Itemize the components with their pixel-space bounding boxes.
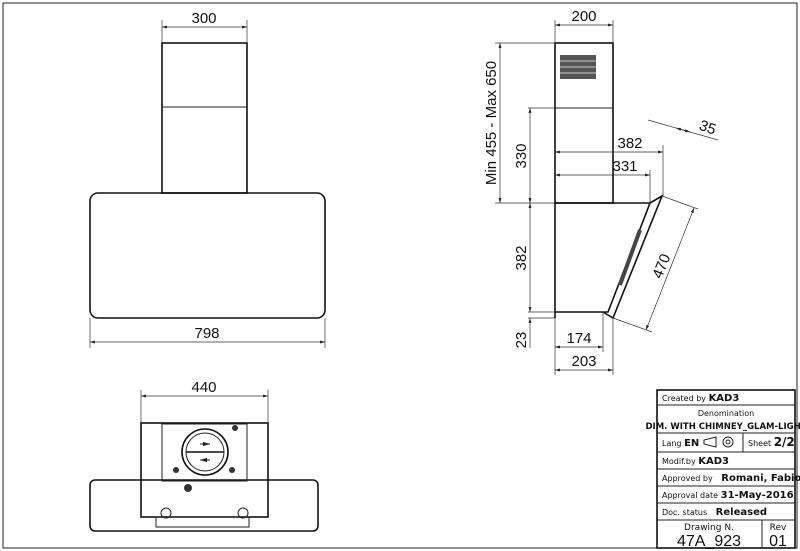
dim-depth-331: 331	[612, 158, 637, 175]
dim-glass-thickness: 35	[697, 117, 718, 139]
glass-panel	[602, 194, 664, 320]
modif-label: Modif.by	[662, 457, 696, 466]
front-view: 300 798	[89, 10, 326, 348]
modif-value: KAD3	[698, 456, 729, 467]
light-bar	[155, 516, 250, 528]
dim-body-height: 382	[513, 245, 530, 270]
vent-grille-icon	[560, 55, 596, 79]
side-view: 200 Min 455 - Max 650 330 382 23 382 331…	[483, 8, 718, 375]
rev-value: 01	[769, 533, 787, 550]
hood-body-side	[554, 202, 652, 313]
lang-value: EN	[684, 438, 699, 449]
approved-value: Romani, Fabio	[721, 473, 800, 484]
rev-label: Rev	[770, 523, 787, 533]
lang-label: Lang	[662, 439, 682, 448]
approved-label: Approved by	[662, 474, 713, 483]
hood-panel-bottom	[89, 479, 319, 532]
sheet-label: Sheet	[748, 439, 771, 448]
dim-glass-length: 470	[649, 252, 674, 282]
dim-bottom-width: 440	[191, 379, 216, 396]
chimney-front	[161, 42, 248, 194]
approval-date-value: 31-May-2016	[721, 490, 794, 501]
doc-status-label: Doc. status	[662, 508, 707, 517]
approval-date-label: Approval date	[662, 491, 718, 500]
svg-text:Lang EN: Lang EN	[662, 438, 699, 449]
motor-plate	[161, 423, 248, 482]
svg-text:Sheet 2/2: Sheet 2/2	[748, 435, 795, 449]
hood-body-front	[89, 192, 326, 319]
sheet-value: 2/2	[774, 435, 795, 449]
svg-text:Modif.by KAD3: Modif.by KAD3	[662, 456, 729, 467]
dim-chimney-height: Min 455 - Max 650	[483, 61, 500, 185]
drawing-label: Drawing N.	[684, 523, 734, 533]
dim-hood-width: 798	[194, 325, 219, 342]
created-by-label: Created by	[662, 394, 706, 403]
projection-symbol-icon	[703, 436, 734, 448]
motor-box	[140, 422, 269, 518]
svg-text:Created by KAD3: Created by KAD3	[662, 393, 739, 404]
title-block: Created by KAD3 Denomination DIM. WITH C…	[646, 389, 800, 550]
dim-depth-203: 203	[571, 353, 596, 370]
dim-chimney-width: 300	[191, 10, 216, 27]
denomination-label: Denomination	[698, 409, 754, 418]
dim-bottom-height: 23	[513, 332, 530, 349]
dim-chimney-depth: 200	[571, 8, 596, 25]
svg-text:Approved by Romani, Fabio: Approved by Romani, Fabio	[662, 473, 800, 484]
drawing-number: 47A_923	[677, 533, 741, 550]
dim-depth-382: 382	[617, 135, 642, 152]
denomination-value: DIM. WITH CHIMNEY_GLAM-LIGHT	[646, 422, 800, 432]
svg-text:Approval date 31-May-2016: Approval date 31-May-2016	[662, 490, 794, 501]
dim-chimney-lower: 330	[513, 143, 530, 168]
svg-text:Doc. status Released: Doc. status Released	[662, 507, 767, 518]
created-by-value: KAD3	[709, 393, 740, 404]
doc-status-value: Released	[716, 507, 767, 518]
dim-depth-174: 174	[566, 330, 591, 347]
exhaust-outlet-icon	[181, 428, 229, 476]
bottom-view: 440	[89, 379, 319, 532]
